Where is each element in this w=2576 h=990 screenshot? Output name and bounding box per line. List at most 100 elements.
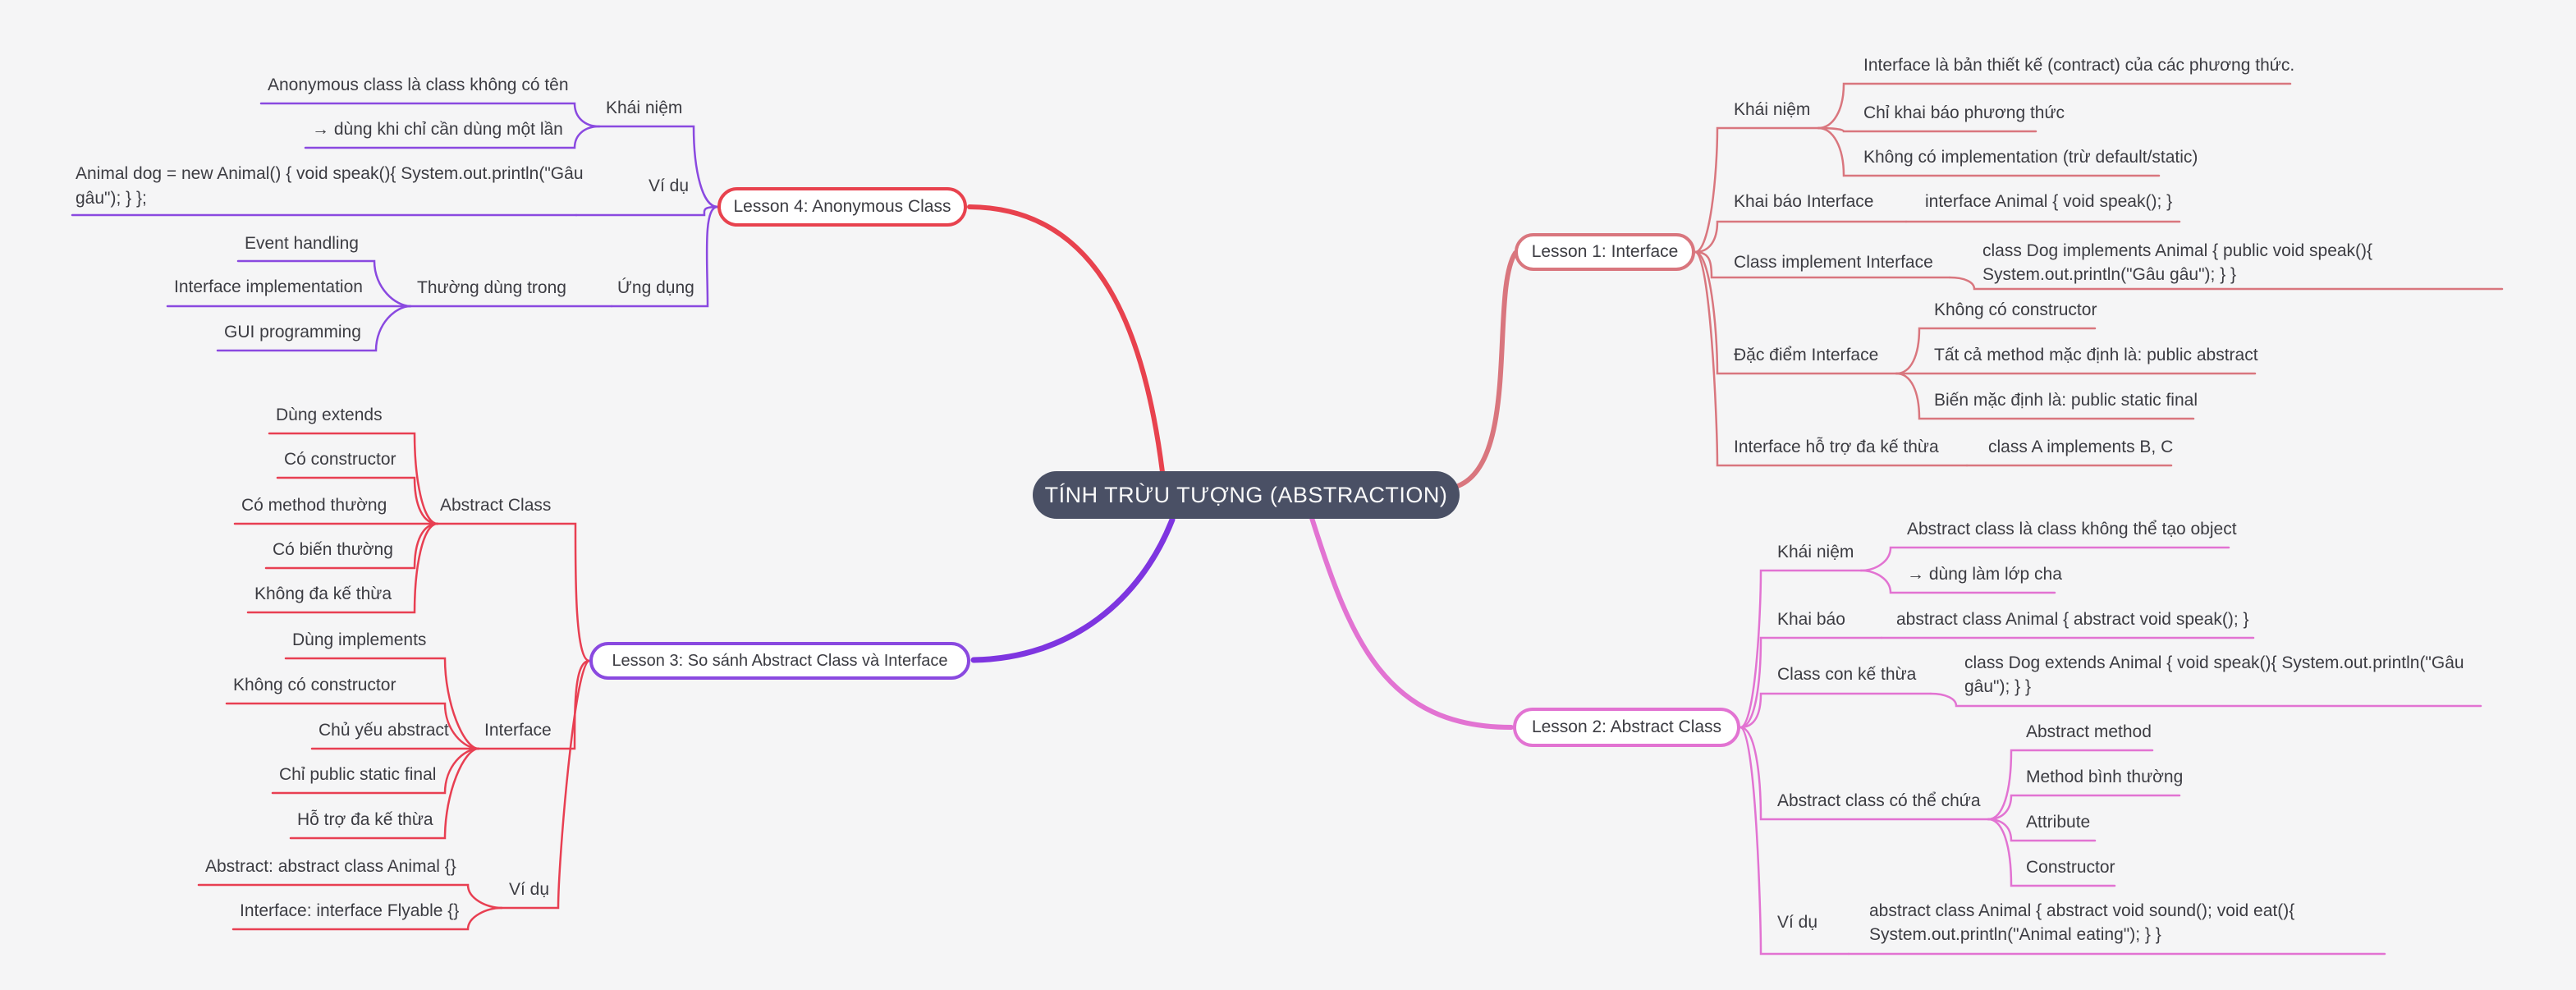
lesson-3-node-label: Lesson 3: So sánh Abstract Class và Inte… — [612, 651, 948, 670]
branch-line — [1739, 726, 1990, 821]
node-l2-abstract-method[interactable]: Abstract method — [2026, 722, 2152, 741]
node-l2-khai-bao[interactable]: Khai báo — [1777, 609, 1845, 629]
node-l1-method-mac-dinh[interactable]: Tất cả method mặc định là: public abstra… — [1934, 345, 2258, 364]
node-l1-khai-niem[interactable]: Khái niệm — [1734, 99, 1811, 119]
node-l2-constructor[interactable]: Constructor — [2026, 857, 2115, 877]
node-l4-vi-du[interactable]: Ví dụ — [649, 176, 690, 195]
node-l2-class-con[interactable]: Class con kế thừa — [1777, 664, 1917, 684]
lesson-3-node[interactable]: Lesson 3: So sánh Abstract Class và Inte… — [589, 642, 970, 680]
lesson-1-node[interactable]: Lesson 1: Interface — [1515, 233, 1695, 271]
node-l3-vi-du-abstract[interactable]: Abstract: abstract class Animal {} — [205, 856, 456, 876]
node-l2-khong-tao-object[interactable]: Abstract class là class không thể tạo ob… — [1907, 519, 2237, 539]
branch-line — [1859, 569, 2056, 594]
node-l2-class-con-code-line2[interactable]: gâu"); } } — [1964, 676, 2032, 696]
node-l3-abstract-class[interactable]: Abstract Class — [440, 495, 552, 515]
central-topic[interactable]: TÍNH TRỪU TƯỢNG (ABSTRACTION) — [1033, 471, 1460, 519]
node-l1-khong-constructor[interactable]: Không có constructor — [1934, 300, 2097, 319]
node-l3-chi-public-static-final[interactable]: Chỉ public static final — [279, 764, 437, 784]
node-l1-dinh-nghia[interactable]: Interface là bản thiết kế (contract) của… — [1863, 55, 2295, 75]
branch-line — [575, 205, 719, 217]
node-l1-class-implement[interactable]: Class implement Interface — [1734, 252, 1933, 272]
lesson-2-node[interactable]: Lesson 2: Abstract Class — [1513, 708, 1740, 747]
central-topic-label: TÍNH TRỪU TƯỢNG (ABSTRACTION) — [1044, 482, 1448, 507]
branch-line — [1309, 516, 1514, 730]
branch-line — [246, 522, 439, 614]
node-l4-thuong-dung-trong[interactable]: Thường dùng trong — [417, 277, 566, 297]
node-l2-class-con-code-line1[interactable]: class Dog extends Animal { void speak(){… — [1964, 653, 2464, 672]
branch-line — [304, 125, 601, 149]
branch-line — [216, 305, 412, 352]
lesson-4-node-label: Lesson 4: Anonymous Class — [733, 197, 951, 216]
node-l3-co-constructor[interactable]: Có constructor — [284, 449, 396, 469]
branch-line — [1455, 250, 1518, 488]
node-l1-class-implement-code-line2[interactable]: System.out.println("Gâu gâu"); } } — [1982, 264, 2237, 284]
node-l1-bien-mac-dinh[interactable]: Biến mặc định là: public static final — [1934, 390, 2198, 410]
branch-line — [1987, 818, 2116, 887]
branch-line — [436, 522, 591, 662]
node-l1-khong-implementation[interactable]: Không có implementation (trừ default/sta… — [1863, 147, 2198, 167]
branch-line — [268, 432, 439, 525]
node-l2-attribute[interactable]: Attribute — [2026, 812, 2091, 832]
branch-line — [598, 125, 719, 209]
branch-line — [1948, 276, 2504, 291]
branch-line — [1739, 692, 1932, 729]
node-l1-class-implement-code-line1[interactable]: class Dog implements Animal { public voi… — [1982, 241, 2373, 260]
branch-line — [1895, 372, 2195, 420]
node-l3-co-bien-thuong[interactable]: Có biến thường — [273, 539, 393, 559]
branch-line — [1694, 250, 1898, 375]
node-l3-vi-du-interface[interactable]: Interface: interface Flyable {} — [240, 901, 460, 920]
branch-line — [1817, 126, 2161, 177]
node-l3-co-method-thuong[interactable]: Có method thường — [241, 495, 387, 515]
lesson-4-node[interactable]: Lesson 4: Anonymous Class — [717, 187, 967, 227]
node-l2-co-the-chua[interactable]: Abstract class có thể chứa — [1777, 791, 1981, 810]
node-l2-khai-bao-code[interactable]: abstract class Animal { abstract void sp… — [1896, 609, 2249, 629]
node-l3-dung-implements[interactable]: Dùng implements — [292, 630, 427, 649]
node-l4-khai-niem[interactable]: Khái niệm — [606, 98, 683, 117]
node-l4-gui-programming[interactable]: GUI programming — [224, 322, 361, 341]
node-l1-dac-diem[interactable]: Đặc điểm Interface — [1734, 345, 1879, 364]
node-l2-vi-du-code-line1[interactable]: abstract class Animal { abstract void so… — [1869, 901, 2295, 920]
node-l3-khong-co-constructor[interactable]: Không có constructor — [233, 675, 396, 694]
branch-line — [231, 906, 503, 931]
branch-line — [289, 747, 480, 840]
node-l1-da-ke-thua-code[interactable]: class A implements B, C — [1988, 437, 2174, 456]
node-l2-lop-cha[interactable]: → dùng làm lớp cha — [1907, 564, 2062, 584]
node-l3-chu-yeu-abstract[interactable]: Chủ yếu abstract — [319, 720, 449, 740]
node-l3-interface[interactable]: Interface — [484, 720, 552, 740]
node-l1-chi-khai-bao[interactable]: Chỉ khai báo phương thức — [1863, 103, 2065, 122]
node-l4-dung-mot-lan[interactable]: → dùng khi chỉ cần dùng một lần — [312, 119, 563, 139]
node-l4-vi-du-code-line2[interactable]: gâu"); } }; — [76, 188, 147, 208]
node-l4-ung-dung[interactable]: Ứng dụng — [617, 277, 694, 297]
node-l4-interface-implementation[interactable]: Interface implementation — [174, 277, 363, 296]
node-l1-khai-bao-code[interactable]: interface Animal { void speak(); } — [1925, 191, 2173, 211]
branch-line — [1694, 250, 1969, 467]
node-l3-ho-tro-da-ke-thua[interactable]: Hỗ trợ đa kế thừa — [297, 809, 433, 829]
branch-line — [1739, 726, 1850, 956]
node-l4-event-handling[interactable]: Event handling — [245, 233, 359, 253]
branch-line — [1739, 569, 1863, 729]
branch-line — [970, 516, 1176, 663]
branch-line — [284, 657, 480, 750]
lesson-2-node-label: Lesson 2: Abstract Class — [1531, 717, 1722, 736]
branch-line — [1694, 220, 1908, 254]
branch-line — [610, 205, 719, 308]
branch-line — [500, 659, 591, 910]
branch-line — [1694, 250, 1951, 279]
branch-line — [1929, 692, 2482, 708]
branch-line — [477, 659, 591, 750]
node-l1-da-ke-thua[interactable]: Interface hỗ trợ đa kế thừa — [1734, 437, 1939, 456]
node-l3-vi-du[interactable]: Ví dụ — [509, 879, 550, 899]
node-l2-vi-du-code-line2[interactable]: System.out.println("Animal eating"); } } — [1869, 924, 2161, 944]
node-l3-khong-da-ke-thua[interactable]: Không đa kế thừa — [254, 584, 392, 603]
branch-line — [967, 204, 1165, 474]
branch-line — [1739, 636, 1883, 729]
node-l4-class-khong-co-ten[interactable]: Anonymous class là class không có tên — [268, 75, 569, 94]
node-l2-vi-du[interactable]: Ví dụ — [1777, 912, 1818, 932]
node-l2-method-binh-thuong[interactable]: Method bình thường — [2026, 767, 2184, 786]
node-l4-vi-du-code-line1[interactable]: Animal dog = new Animal() { void speak()… — [76, 163, 584, 183]
lesson-1-node-label: Lesson 1: Interface — [1531, 242, 1679, 261]
node-l3-dung-extends[interactable]: Dùng extends — [276, 405, 383, 424]
branch-line — [1817, 126, 2037, 133]
node-l1-khai-bao-interface[interactable]: Khai báo Interface — [1734, 191, 1874, 211]
node-l2-khai-niem[interactable]: Khái niệm — [1777, 542, 1854, 561]
